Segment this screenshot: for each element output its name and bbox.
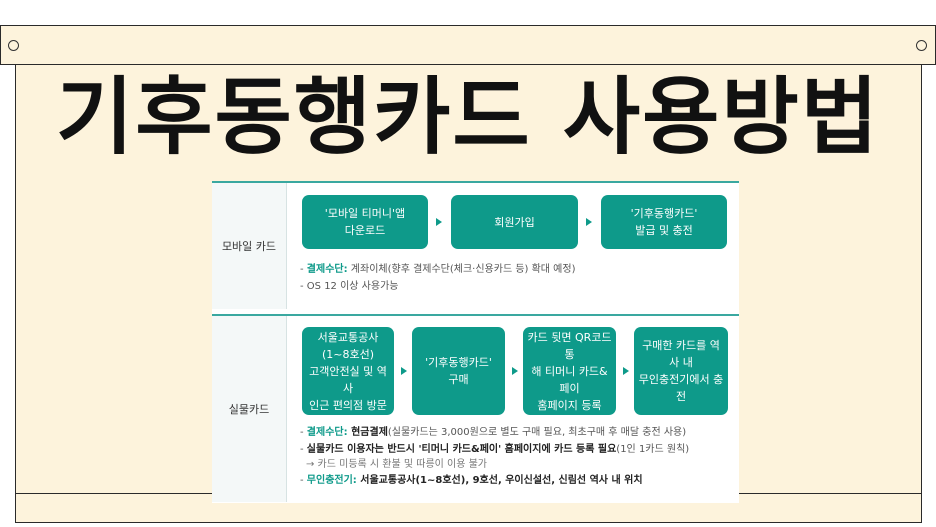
arrow-right-icon	[623, 367, 629, 375]
mobile-note-os: - OS 12 이상 사용가능	[300, 281, 399, 292]
physical-step-1: 서울교통공사 (1~8호선) 고객안전실 및 역사 인근 편의점 방문	[302, 327, 394, 415]
bullet-dash: -	[300, 475, 307, 486]
physical-note-unregistered: → 카드 미등록 시 환불 및 따릉이 이용 불가	[306, 459, 488, 470]
arrow-right-icon	[401, 367, 407, 375]
physical-card-section: 실물카드 서울교통공사 (1~8호선) 고객안전실 및 역사 인근 편의점 방문…	[212, 314, 739, 502]
arrow-right-icon	[586, 218, 592, 226]
physical-note-payment: - 결제수단: 현금결제(실물카드는 3,000원으로 별도 구매 필요, 최초…	[300, 427, 687, 438]
physical-note-charger: - 무인충전기: 서울교통공사(1~8호선), 9호선, 우이신설선, 신림선 …	[300, 475, 643, 486]
label-divider	[286, 316, 287, 502]
pin-icon	[8, 40, 19, 51]
physical-note-register: - 실물카드 이용자는 반드시 '티머니 카드&페이' 홈페이지에 카드 등록 …	[300, 444, 690, 455]
label-divider	[286, 183, 287, 309]
physical-step-2: '기후동행카드' 구매	[412, 327, 505, 415]
arrow-right-icon	[512, 367, 518, 375]
bullet-dash: -	[300, 427, 307, 438]
mobile-note-payment: - 결제수단: 계좌이체(향후 결제수단(체크·신용카드 등) 확대 예정)	[300, 264, 576, 275]
bullet-dash: -	[300, 281, 307, 292]
usage-guide-card: 모바일 카드 '모바일 티머니'앱 다운로드 회원가입 '기후동행카드' 발급 …	[212, 181, 739, 503]
physical-step-3: 카드 뒷면 QR코드 통 해 티머니 카드&페이 홈페이지 등록	[523, 327, 616, 415]
mobile-card-section: 모바일 카드 '모바일 티머니'앱 다운로드 회원가입 '기후동행카드' 발급 …	[212, 181, 739, 309]
top-bar	[0, 25, 936, 65]
mobile-step-2: 회원가입	[451, 195, 578, 249]
arrow-right-icon	[436, 218, 442, 226]
mobile-step-3: '기후동행카드' 발급 및 충전	[601, 195, 727, 249]
pin-icon	[916, 40, 927, 51]
bullet-dash: -	[300, 444, 307, 455]
physical-step-4: 구매한 카드를 역사 내 무인충전기에서 충전	[634, 327, 728, 415]
section-label-mobile: 모바일 카드	[212, 183, 286, 309]
section-label-physical: 실물카드	[212, 316, 286, 502]
bullet-dash: -	[300, 264, 307, 275]
mobile-step-1: '모바일 티머니'앱 다운로드	[302, 195, 428, 249]
page-title: 기후동행카드 사용방법	[55, 68, 881, 166]
